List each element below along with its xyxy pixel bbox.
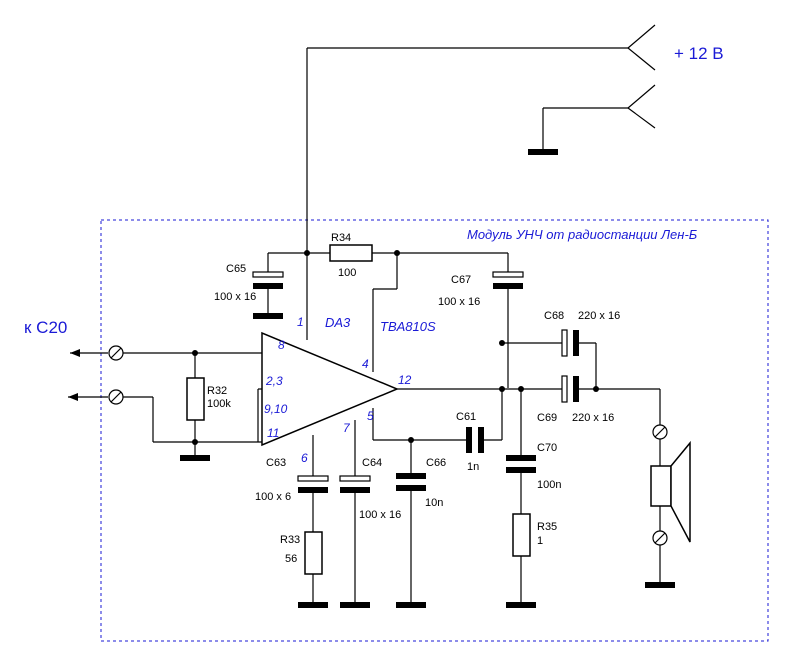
r34-name: R34 [331, 232, 351, 244]
c68-value: 220 x 16 [578, 310, 620, 322]
c69-value: 220 x 16 [572, 412, 614, 424]
c69-name: C69 [537, 412, 557, 424]
r33-value: 56 [285, 553, 297, 565]
capacitor-c70 [506, 389, 536, 514]
pin-1: 1 [297, 315, 304, 329]
capacitor-c66 [396, 440, 426, 608]
speaker [645, 424, 691, 588]
c64-value: 100 x 16 [359, 509, 401, 521]
c65-name: C65 [226, 263, 246, 275]
c70-name: C70 [537, 442, 557, 454]
resistor-r34 [329, 244, 373, 262]
c66-value: 10n [425, 497, 443, 509]
c61-value: 1n [467, 461, 479, 473]
r32-value: 100k [207, 398, 231, 410]
capacitor-c63 [297, 475, 329, 532]
c70-value: 100n [537, 479, 561, 491]
c63-name: C63 [266, 457, 286, 469]
power-label: + 12 В [674, 44, 724, 63]
c67-value: 100 x 16 [438, 296, 480, 308]
pin-4: 4 [362, 357, 369, 371]
pin-12: 12 [398, 373, 412, 387]
capacitor-c69 [561, 375, 661, 425]
input-connector [68, 345, 262, 443]
pin-7: 7 [343, 421, 351, 435]
capacitor-c65 [252, 253, 284, 319]
capacitor-c64 [339, 475, 371, 608]
pin-11: 11 [267, 426, 279, 440]
capacitor-c68 [502, 329, 597, 388]
c65-value: 100 x 16 [214, 291, 256, 303]
r32-name: R32 [207, 385, 227, 397]
capacitor-c67 [492, 253, 524, 388]
r35-name: R35 [537, 521, 557, 533]
module-title: Модуль УНЧ от радиостанции Лен-Б [467, 227, 698, 242]
c63-value: 100 x 6 [255, 491, 291, 503]
power-connector [307, 24, 656, 155]
pin-6: 6 [301, 451, 308, 465]
c66-name: C66 [426, 457, 446, 469]
resistor-r32 [186, 377, 205, 421]
r33-name: R33 [280, 534, 300, 546]
ic-type: TBA810S [380, 319, 436, 334]
r34-value: 100 [338, 267, 356, 279]
module-border [100, 219, 769, 642]
pin-9-10: 9,10 [264, 402, 288, 416]
c64-name: C64 [362, 457, 382, 469]
c67-name: C67 [451, 274, 471, 286]
resistor-r35 [512, 513, 531, 557]
pin-5: 5 [367, 409, 374, 423]
input-label: к С20 [24, 318, 67, 337]
pin-2-3: 2,3 [265, 374, 283, 388]
r35-value: 1 [537, 535, 543, 547]
capacitor-c61 [466, 389, 503, 453]
c61-name: C61 [456, 411, 476, 423]
resistor-r33 [304, 531, 323, 575]
c68-name: C68 [544, 310, 564, 322]
ic-name: DA3 [325, 315, 351, 330]
pin-8: 8 [278, 338, 285, 352]
